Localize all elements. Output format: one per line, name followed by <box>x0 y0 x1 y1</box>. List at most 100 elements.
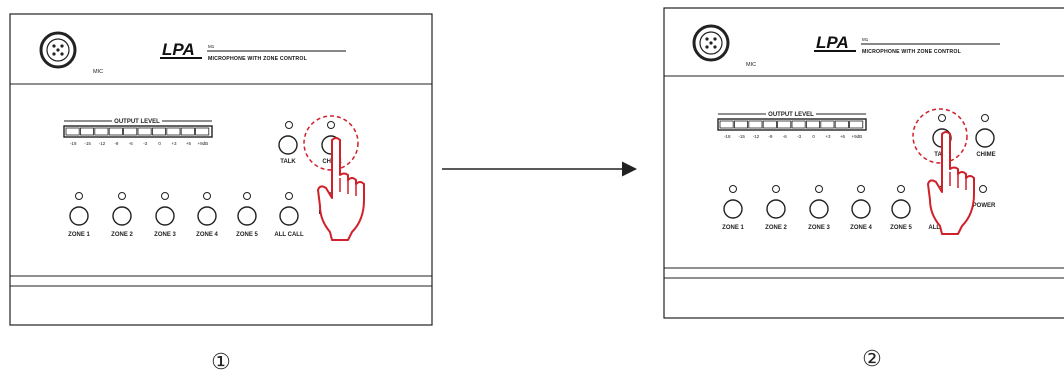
zone-label: ZONE 5 <box>236 232 258 238</box>
zone-button-4[interactable] <box>851 199 871 219</box>
panel-step-2: MIC LPA M1 MICROPHONE WITH ZONE CONTROL … <box>663 7 1064 319</box>
lpa-logo: LPA <box>816 33 849 52</box>
zone-label: ZONE 4 <box>196 232 218 238</box>
highlight-circle-talk <box>912 108 968 164</box>
meter-segment <box>834 120 849 129</box>
meter-segment <box>151 127 166 136</box>
meter-segment <box>762 120 777 129</box>
meter-segment <box>108 127 123 136</box>
meter-segment <box>719 120 734 129</box>
meter-tick-label: -9 <box>768 134 772 139</box>
zone-label: ZONE 5 <box>890 225 912 231</box>
zone-led <box>118 192 126 200</box>
meter-tick-label: +6 <box>186 141 192 146</box>
meter-segment <box>748 120 763 129</box>
zone-label: ZONE 2 <box>765 225 787 231</box>
meter-segment <box>94 127 109 136</box>
zone-label: ZONE 3 <box>154 232 176 238</box>
zone-led <box>772 185 780 193</box>
meter-title: OUTPUT LEVEL <box>114 119 160 125</box>
meter-tick-label: 0 <box>812 134 815 139</box>
zone-led <box>857 185 865 193</box>
chime-button[interactable] <box>975 128 995 148</box>
meter-segment <box>65 127 80 136</box>
meter-tick-label: -6 <box>783 134 787 139</box>
meter-tick-label: +3 <box>825 134 831 139</box>
zone-label: ZONE 2 <box>111 232 133 238</box>
output-level-meter: OUTPUT LEVEL -18 -15 -12 -9 -6 -3 0 +3 +6 +9dB <box>717 112 867 139</box>
meter-segment <box>791 120 806 129</box>
zone-button-2[interactable] <box>766 199 786 219</box>
meter-segment <box>777 120 792 129</box>
meter-tick-label: +6 <box>840 134 846 139</box>
zone-button-4[interactable] <box>197 206 217 226</box>
meter-tick-label: -18 <box>724 134 731 139</box>
meter-title: OUTPUT LEVEL <box>768 112 814 118</box>
meter-segment <box>137 127 152 136</box>
meter-segment <box>180 127 195 136</box>
power-label: POWER <box>973 203 996 209</box>
output-level-meter: OUTPUT LEVEL -18 -15 -12 -9 -6 -3 0 +3 +6 +9dB <box>63 119 213 146</box>
meter-segment <box>806 120 821 129</box>
panel-step-1: MIC LPA M1 MICROPHONE WITH ZONE CONTROL … <box>9 13 433 326</box>
meter-tick-label: -15 <box>738 134 745 139</box>
zone-label: ALL CALL <box>274 232 304 238</box>
meter-tick-label: -3 <box>797 134 801 139</box>
zone-button-5[interactable] <box>237 206 257 226</box>
model-label: M1 <box>208 44 215 49</box>
model-label: M1 <box>862 37 869 42</box>
pointing-hand-icon <box>927 131 975 235</box>
zone-button-3[interactable] <box>155 206 175 226</box>
mic-connector-icon <box>692 24 730 62</box>
zone-button-6[interactable] <box>279 206 299 226</box>
zone-led <box>729 185 737 193</box>
meter-tick-label: -12 <box>753 134 760 139</box>
zone-label: ZONE 4 <box>850 225 872 231</box>
zone-button-1[interactable] <box>723 199 743 219</box>
meter-tick-label: +9dB <box>197 141 208 146</box>
meter-tick-label: +3 <box>171 141 177 146</box>
meter-segment <box>849 120 864 129</box>
meter-segment <box>123 127 138 136</box>
zone-led <box>285 192 293 200</box>
meter-tick-label: -12 <box>99 141 106 146</box>
chime-label: CHIME <box>976 152 995 158</box>
zone-button-3[interactable] <box>809 199 829 219</box>
zone-label: ZONE 1 <box>722 225 744 231</box>
zone-led <box>75 192 83 200</box>
meter-segment <box>166 127 181 136</box>
meter-tick-label: +9dB <box>851 134 862 139</box>
talk-label: TALK <box>280 159 296 165</box>
product-description: MICROPHONE WITH ZONE CONTROL <box>862 49 962 55</box>
zone-led <box>815 185 823 193</box>
zone-led <box>161 192 169 200</box>
mic-connector-icon <box>39 31 77 69</box>
zone-led <box>243 192 251 200</box>
zone-label: ZONE 3 <box>808 225 830 231</box>
meter-tick-label: 0 <box>158 141 161 146</box>
step-2-number: ② <box>862 347 882 372</box>
pointing-hand-icon <box>317 137 365 241</box>
meter-tick-label: -15 <box>84 141 91 146</box>
zone-button-5[interactable] <box>891 199 911 219</box>
lpa-logo: LPA <box>162 40 195 59</box>
meter-segment <box>734 120 749 129</box>
meter-segment <box>80 127 95 136</box>
zone-led <box>897 185 905 193</box>
meter-segment <box>195 127 210 136</box>
mic-label: MIC <box>93 69 103 75</box>
zone-button-2[interactable] <box>112 206 132 226</box>
step-1-number: ① <box>211 350 231 375</box>
zone-label: ZONE 1 <box>68 232 90 238</box>
meter-segment <box>820 120 835 129</box>
product-description: MICROPHONE WITH ZONE CONTROL <box>208 56 308 62</box>
zone-button-1[interactable] <box>69 206 89 226</box>
zone-led <box>203 192 211 200</box>
mic-label: MIC <box>746 62 756 68</box>
meter-tick-label: -9 <box>114 141 118 146</box>
meter-tick-label: -3 <box>143 141 147 146</box>
meter-tick-label: -6 <box>129 141 133 146</box>
meter-tick-label: -18 <box>70 141 77 146</box>
talk-button[interactable] <box>278 135 298 155</box>
